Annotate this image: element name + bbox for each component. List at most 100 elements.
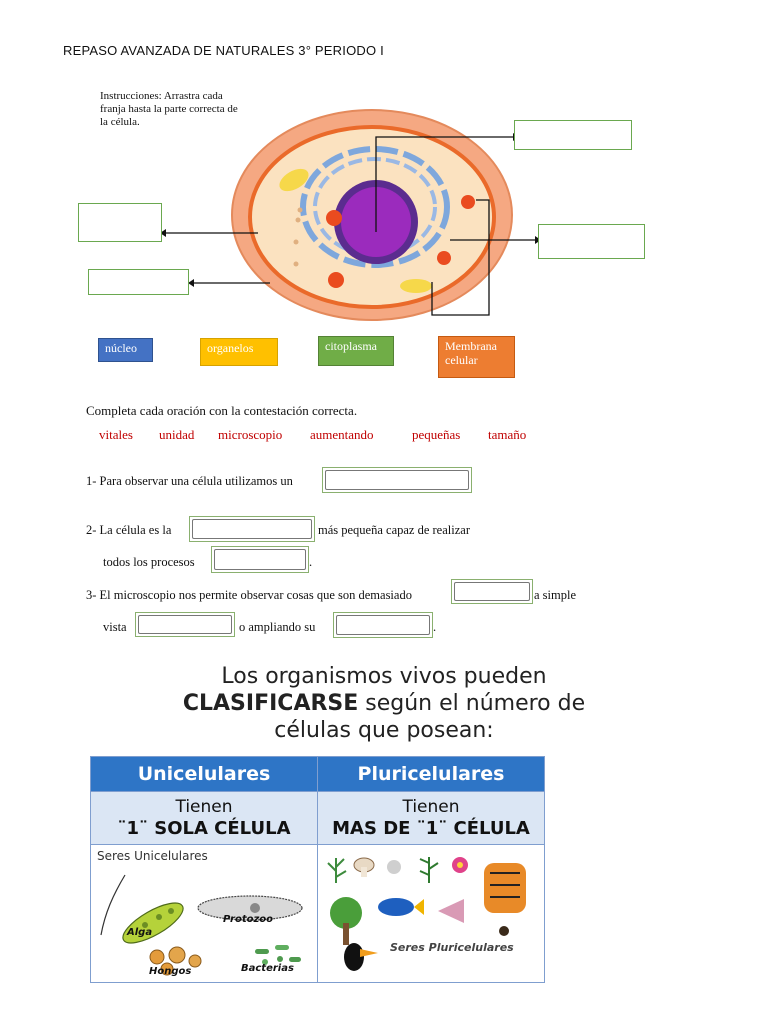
drop-target-3[interactable] xyxy=(78,203,162,242)
drop-target-2[interactable] xyxy=(538,224,645,259)
class-heading-bold: CLASIFICARSE xyxy=(182,691,359,716)
label-alga: Alga xyxy=(127,927,153,938)
arrow-cytoplasm xyxy=(188,279,194,287)
dot-4 xyxy=(293,239,299,245)
header-unicelulares: Unicelulares xyxy=(90,756,318,792)
protozoo-nucleus xyxy=(250,903,260,913)
sentence-3e: . xyxy=(433,620,437,634)
pluri-pictures: Seres Pluricelulares xyxy=(317,844,545,983)
word-microscopio: microscopio xyxy=(218,427,283,442)
bacteria-5 xyxy=(277,956,283,962)
cell-diagram xyxy=(160,109,541,321)
hongo-1 xyxy=(149,949,165,965)
pluri-tienen: Tienen xyxy=(402,797,460,817)
drag-instructions: Instrucciones: Arrastra cada franja hast… xyxy=(100,90,238,128)
multicellular-illustration xyxy=(327,857,526,971)
bacteria-1 xyxy=(255,949,269,954)
hongo-3 xyxy=(160,962,174,976)
plant-icon xyxy=(327,858,347,883)
sentence-2a: 2- La célula es la xyxy=(86,523,172,537)
alga-dot-3 xyxy=(168,908,174,914)
page-title: REPASO AVANZADA DE NATURALES 3° PERIODO … xyxy=(63,43,384,58)
class-heading-1: Los organismos vivos pueden xyxy=(221,664,547,689)
tiger-stripes-icon xyxy=(490,872,520,898)
label-bacterias: Bacterias xyxy=(241,963,294,974)
unicellular-illustration xyxy=(100,874,303,976)
bacteria-4 xyxy=(262,959,268,965)
uni-tienen: Tienen xyxy=(175,797,233,817)
tree-crown-icon xyxy=(330,897,362,929)
chip-organelos[interactable]: organelos xyxy=(200,338,278,366)
hongo-2 xyxy=(168,946,186,964)
fish-icon xyxy=(378,898,414,916)
chip-nucleo[interactable]: núcleo xyxy=(98,338,153,362)
chip-membrana-celular[interactable]: Membrana celular xyxy=(438,336,515,378)
drop-target-4[interactable] xyxy=(88,269,189,295)
alga-dot-1 xyxy=(142,922,148,928)
dot-3 xyxy=(293,261,299,267)
sentence-3a: 3- El microscopio nos permite observar c… xyxy=(86,588,412,602)
organelle-red-1 xyxy=(326,210,342,226)
sentence-3b: a simple xyxy=(534,588,577,602)
blank-5[interactable] xyxy=(135,612,235,637)
blank-4[interactable] xyxy=(451,579,533,604)
organelle-red-3 xyxy=(461,195,475,209)
sentence-3c: vista xyxy=(103,620,127,634)
alga-flagellum xyxy=(100,874,126,936)
organelle-red-4 xyxy=(437,251,451,265)
word-tamano: tamaño xyxy=(488,427,527,442)
tree-trunk-icon xyxy=(343,923,349,945)
header-pluricelulares: Pluricelulares xyxy=(317,756,545,792)
mushroom-stem-icon xyxy=(361,867,367,877)
dot-2 xyxy=(297,207,303,213)
insect-icon xyxy=(499,926,509,936)
sentence-2c: todos los procesos xyxy=(103,555,195,569)
sentence-3d: o ampliando su xyxy=(239,620,316,634)
word-aumentando: aumentando xyxy=(310,427,374,442)
pluri-mas-celula: MAS DE ¨1¨ CÉLULA xyxy=(332,818,530,839)
drop-target-1[interactable] xyxy=(514,120,632,150)
classification-table: Unicelulares Pluricelulares Tienen¨1¨ SO… xyxy=(90,756,545,983)
golgi-outer xyxy=(300,146,450,268)
sentence-2b: más pequeña capaz de realizar xyxy=(318,523,470,537)
toucan-body-icon xyxy=(344,943,364,971)
class-heading-rest: según el número de xyxy=(358,691,586,716)
uni-description: Tienen¨1¨ SOLA CÉLULA xyxy=(90,791,318,845)
uni-caption: Seres Unicelulares xyxy=(97,849,208,863)
sentence-2d: . xyxy=(309,555,313,569)
toucan-beak-icon xyxy=(360,949,378,957)
label-hongos: Hongos xyxy=(149,966,192,977)
fern-icon xyxy=(419,857,439,883)
blank-6[interactable] xyxy=(333,612,433,638)
class-heading-3: células que posean: xyxy=(274,718,494,743)
class-heading-2: CLASIFICARSE según el número de xyxy=(0,691,768,716)
alga-body xyxy=(122,902,184,944)
organelle-red-2 xyxy=(328,272,344,288)
leader-nucleus xyxy=(375,136,513,232)
blank-1[interactable] xyxy=(322,467,472,493)
dot-1 xyxy=(295,217,301,223)
small-animal-icon xyxy=(387,860,401,874)
squid-icon xyxy=(438,899,464,923)
uni-pictures: Seres Unicelulares Alga Protoz xyxy=(90,844,318,983)
arrow-membrane xyxy=(160,229,166,237)
word-vitales: vitales xyxy=(99,427,133,442)
flower-center-icon xyxy=(457,862,463,868)
word-unidad: unidad xyxy=(159,427,195,442)
label-protozoo: Protozoo xyxy=(223,914,274,925)
bacteria-3 xyxy=(289,957,301,962)
uni-sola-celula: ¨1¨ SOLA CÉLULA xyxy=(117,818,291,839)
mitochondria-1 xyxy=(279,168,309,192)
word-pequenas: pequeñas xyxy=(412,427,461,442)
fish-tail-icon xyxy=(414,899,424,915)
blank-3[interactable] xyxy=(211,546,309,573)
tiger-body-icon xyxy=(484,863,526,913)
sentence-1: 1- Para observar una célula utilizamos u… xyxy=(86,474,293,488)
pluri-caption: Seres Pluricelulares xyxy=(390,941,514,954)
mitochondria-2 xyxy=(400,279,432,293)
blank-2[interactable] xyxy=(189,516,315,542)
chip-citoplasma[interactable]: citoplasma xyxy=(318,336,394,366)
leader-organelles xyxy=(431,199,490,316)
alga-dot-2 xyxy=(156,914,162,920)
